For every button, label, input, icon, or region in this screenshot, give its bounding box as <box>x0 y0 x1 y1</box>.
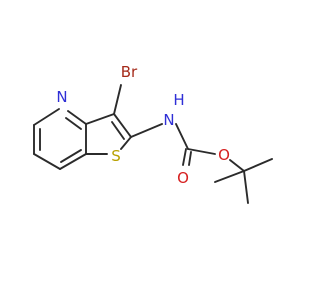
atom-label-pyridine-nitrogen: N <box>56 88 67 106</box>
atom-label-bromine: Br <box>121 63 138 81</box>
bond-tbutyl-methyl-up <box>243 158 273 172</box>
structure-canvas: Br N S H N O O <box>33 63 273 204</box>
atom-label-thiophene-sulfur: S <box>111 147 121 165</box>
bond-carbonyl-o-double-b <box>188 151 192 166</box>
bond-ring-c7a-n <box>67 110 87 125</box>
atom-label-ester-oxygen: O <box>218 146 230 164</box>
bond-ester-o-tbutyl <box>229 159 245 172</box>
atom-label-amide-nitrogen: N <box>163 111 174 129</box>
bond-c7a-c3 <box>85 113 115 125</box>
bond-nh-carbonyl <box>175 123 189 150</box>
bond-c3-c2 <box>113 113 132 138</box>
bond-ring-c4-c4a <box>59 153 87 170</box>
bond-c2-s <box>120 136 132 150</box>
bond-ring-c4-c4a-inner <box>60 149 82 163</box>
bond-c2-nh <box>130 123 163 138</box>
bond-carbonyl-ester-o <box>187 148 216 155</box>
bond-carbonyl-o-double-a <box>182 148 187 166</box>
bond-c3-br <box>113 84 122 115</box>
bond-c3-c2-inner <box>111 121 125 140</box>
atom-label-amide-hydrogen: H <box>173 91 184 109</box>
bond-tbutyl-methyl-left <box>214 170 245 183</box>
bond-tbutyl-methyl-down <box>243 170 249 204</box>
bond-ring-c3-c4 <box>33 153 61 170</box>
molecule-structure: Br N S H N O O <box>33 63 273 204</box>
bond-ring-n-c2 <box>33 108 60 126</box>
bond-ring-c7a-n-inner <box>65 117 82 130</box>
atom-label-carbonyl-oxygen: O <box>177 169 189 187</box>
